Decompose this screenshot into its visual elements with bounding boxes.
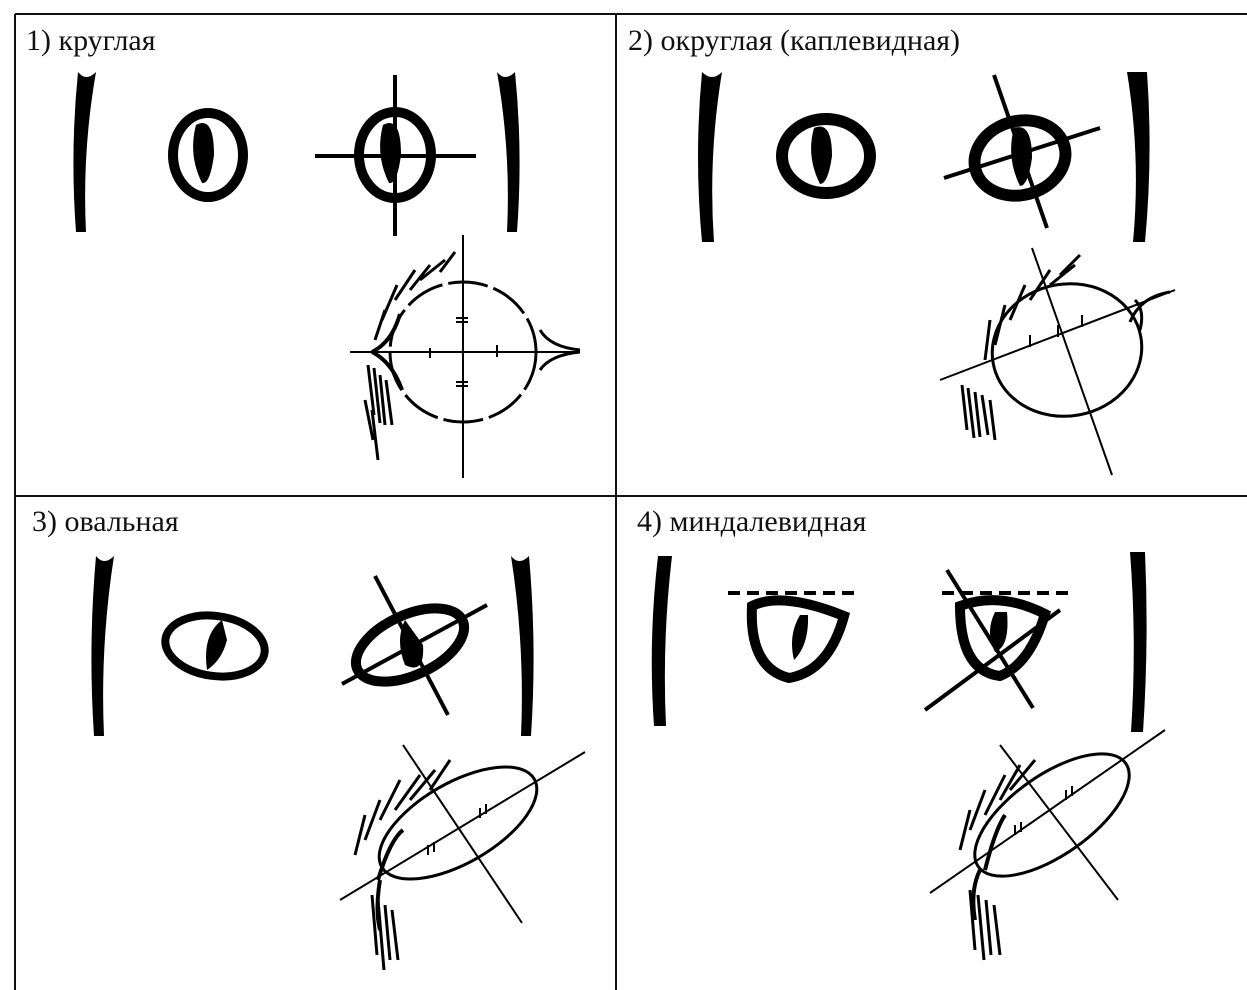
- eye-almond-plain: [728, 593, 860, 678]
- eye-round-with-axes: [315, 75, 476, 236]
- face-outline-right: [497, 72, 520, 232]
- eye-oval-plain: [161, 609, 268, 682]
- panel-1-round: [73, 72, 580, 478]
- panel-1-label: 1) круглая: [26, 24, 156, 58]
- eye-almond-with-axes: [925, 570, 1070, 710]
- eye-oval-with-axes: [342, 576, 487, 715]
- eye-sketch-drop: [940, 248, 1175, 475]
- eye-drop-plain: [782, 119, 870, 193]
- face-outline-left: [91, 556, 114, 736]
- panel-4-label: 4) миндалевидная: [637, 505, 866, 539]
- eye-sketch-oval: [340, 744, 585, 970]
- panel-2-drop: [698, 72, 1175, 475]
- face-outline-left: [73, 72, 96, 232]
- face-outline-right: [1130, 552, 1147, 732]
- face-outline-left: [698, 72, 722, 242]
- eye-sketch-round: [350, 235, 580, 478]
- panel-3-label: 3) овальная: [32, 505, 179, 539]
- face-outline-right: [1127, 72, 1150, 242]
- face-outline-right: [511, 556, 534, 736]
- face-outline-left: [652, 556, 672, 726]
- panel-2-label: 2) округлая (каплевидная): [628, 24, 960, 58]
- eye-drop-with-axes: [944, 75, 1100, 228]
- eye-sketch-almond: [930, 730, 1165, 960]
- eye-round-plain: [173, 113, 243, 197]
- panel-4-almond: [652, 552, 1165, 960]
- panel-3-oval: [91, 556, 585, 970]
